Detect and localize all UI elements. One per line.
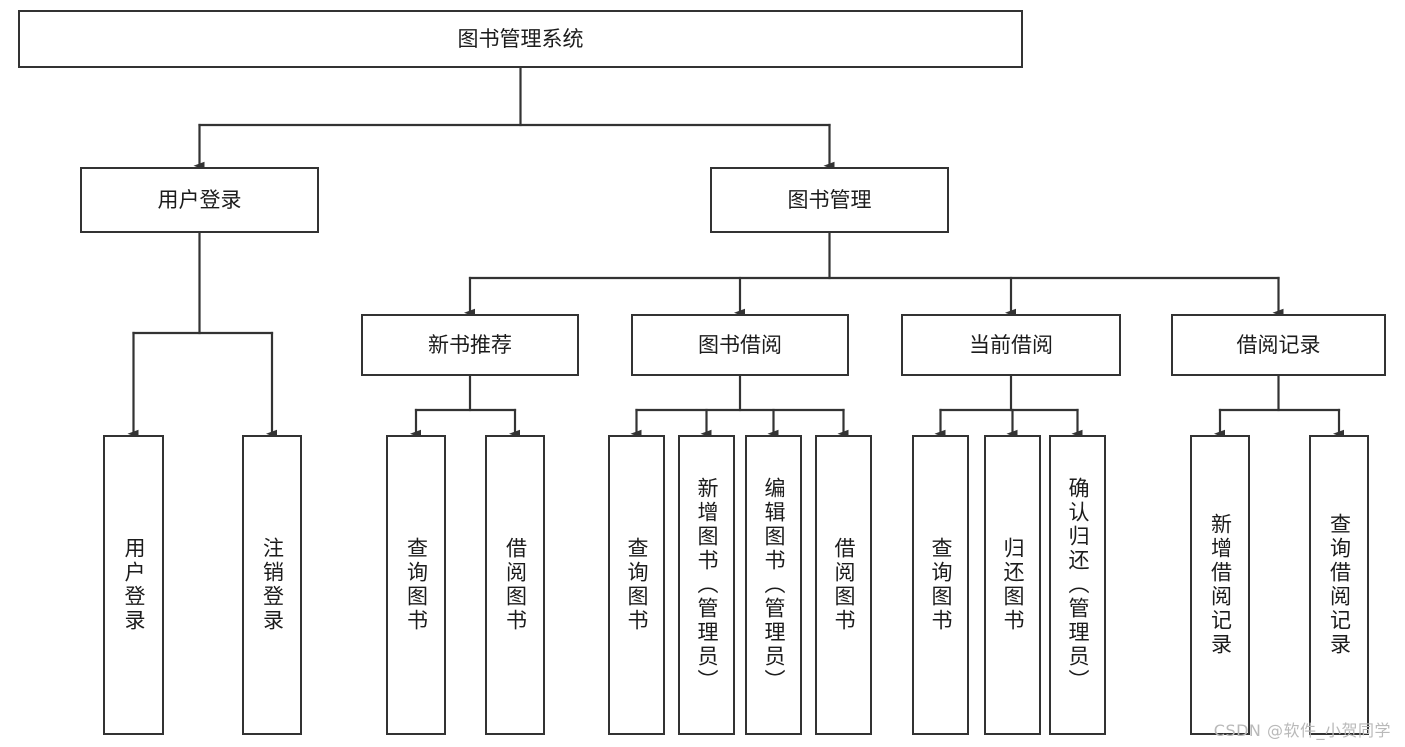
node-leaf-rec-borrow-book[interactable]: [485, 435, 545, 735]
node-label: 图书管理: [788, 188, 872, 212]
node-leaf-cur-confirm-return[interactable]: [1049, 435, 1106, 735]
connectors-layer: [127, 65, 1344, 438]
node-leaf-user-logout[interactable]: [242, 435, 302, 735]
node-leaf-cur-return-book[interactable]: [984, 435, 1041, 735]
node-leaf-borrow-add-book[interactable]: [678, 435, 735, 735]
node-box[interactable]: [1309, 435, 1369, 735]
node-box[interactable]: [361, 314, 579, 376]
node-label: 用户登录: [158, 188, 242, 212]
node-leaf-cur-query-book[interactable]: [912, 435, 969, 735]
node-box[interactable]: [710, 167, 949, 233]
node-current-borrow[interactable]: 当前借阅: [901, 314, 1121, 376]
node-label: 图书借阅: [698, 333, 782, 357]
node-leaf-borrow-edit-book[interactable]: [745, 435, 802, 735]
node-box[interactable]: [386, 435, 446, 735]
node-box[interactable]: [1190, 435, 1250, 735]
node-box[interactable]: [984, 435, 1041, 735]
node-user-login[interactable]: 用户登录: [80, 167, 319, 233]
node-box[interactable]: [80, 167, 319, 233]
watermark: CSDN @软件_小贺同学: [1213, 721, 1391, 740]
node-box[interactable]: [745, 435, 802, 735]
node-box[interactable]: [901, 314, 1121, 376]
node-box[interactable]: [485, 435, 545, 735]
node-borrow-record[interactable]: 借阅记录: [1171, 314, 1386, 376]
node-box[interactable]: [815, 435, 872, 735]
node-box[interactable]: [1171, 314, 1386, 376]
node-leaf-rec-query-record[interactable]: [1309, 435, 1369, 735]
node-label: 图书管理系统: [458, 27, 584, 51]
node-box[interactable]: [1049, 435, 1106, 735]
node-box[interactable]: [608, 435, 665, 735]
node-leaf-borrow-lend-book[interactable]: [815, 435, 872, 735]
node-leaf-rec-query-book[interactable]: [386, 435, 446, 735]
node-leaf-rec-add-record[interactable]: [1190, 435, 1250, 735]
node-root[interactable]: 图书管理系统: [18, 10, 1023, 68]
node-box[interactable]: [912, 435, 969, 735]
node-book-manage[interactable]: 图书管理: [710, 167, 949, 233]
node-box[interactable]: [18, 10, 1023, 68]
node-box[interactable]: [631, 314, 849, 376]
node-box[interactable]: [678, 435, 735, 735]
node-box[interactable]: [103, 435, 164, 735]
node-leaf-user-login[interactable]: [103, 435, 164, 735]
node-label: 当前借阅: [969, 333, 1053, 357]
node-label: 新书推荐: [428, 333, 512, 357]
node-new-book-rec[interactable]: 新书推荐: [361, 314, 579, 376]
node-leaf-borrow-query-book[interactable]: [608, 435, 665, 735]
node-label: 借阅记录: [1237, 333, 1321, 357]
node-book-borrow[interactable]: 图书借阅: [631, 314, 849, 376]
node-box[interactable]: [242, 435, 302, 735]
